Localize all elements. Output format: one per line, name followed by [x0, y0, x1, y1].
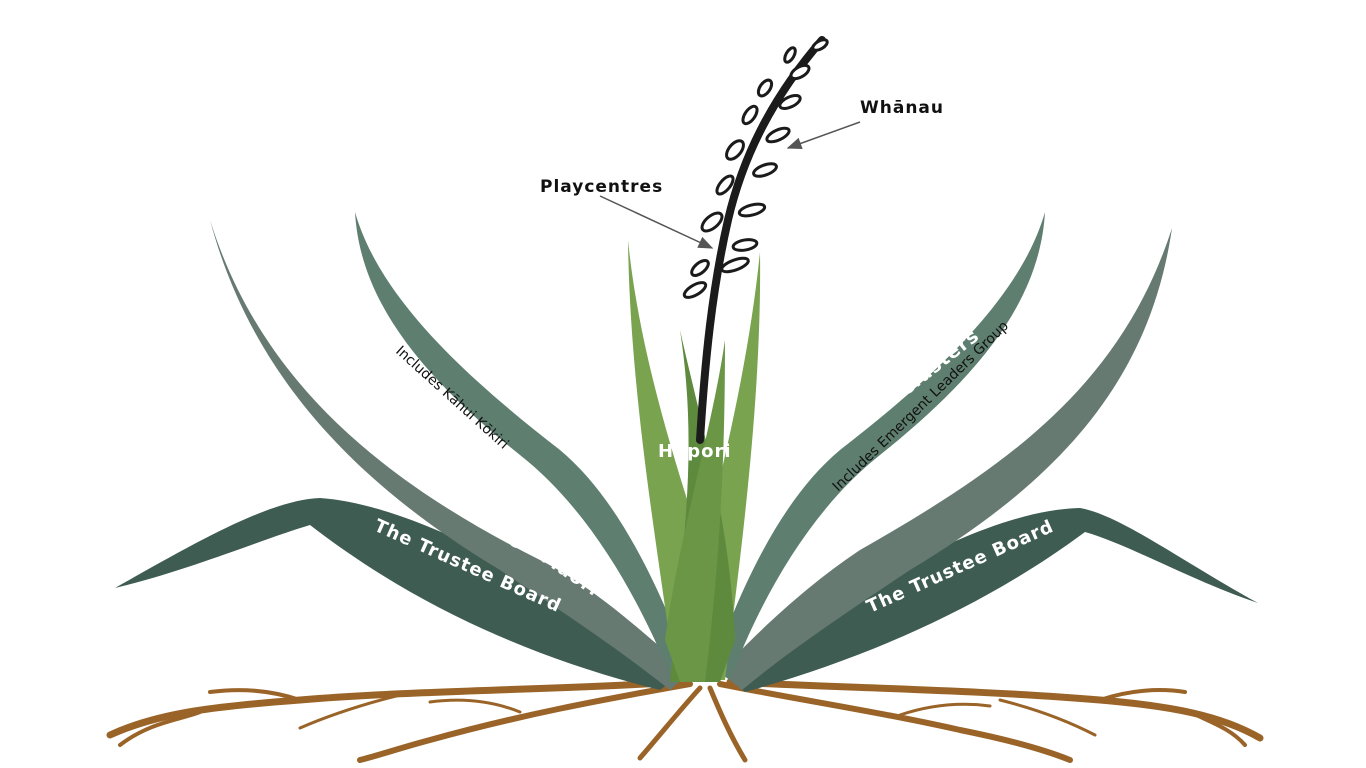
- flower-stalk: [682, 36, 829, 444]
- leaf-trustee-left: [115, 498, 690, 690]
- whanau-arrow: [786, 121, 861, 150]
- leaf-hapori-centre-2: [665, 340, 725, 682]
- leaf-te-whare: [210, 220, 690, 690]
- leaf-clusters: [712, 212, 1045, 680]
- leaf-trustee-right: [720, 508, 1258, 692]
- playcentres-arrow: [599, 195, 714, 249]
- roots: [106, 678, 1264, 763]
- whanau-label: Whānau: [860, 98, 944, 118]
- hapori-label: Hapori: [658, 441, 732, 462]
- playcentres-label: Playcentres: [540, 177, 663, 197]
- leaf-ropu: [355, 212, 690, 680]
- clusters-sub-label: Includes Emergent Leaders Group: [830, 318, 1012, 495]
- leaf-tangata-tiriti: [720, 228, 1172, 690]
